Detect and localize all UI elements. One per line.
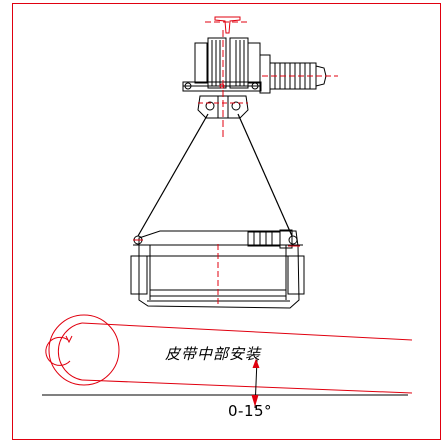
right-chain [237, 113, 293, 237]
belt-upper-line [81, 322, 413, 341]
trolley-side-plates [194, 37, 261, 89]
electric-trolley [182, 16, 338, 138]
tilt-angle-label: 0-15° [228, 402, 273, 420]
belt-lower-line [81, 379, 413, 394]
drawing-frame [12, 3, 441, 440]
angle-arrow-bottom [251, 394, 259, 407]
rotation-arrow [45, 336, 71, 366]
belt-middle-install-label: 皮带中部安装 [165, 345, 262, 363]
head-pulley-arc [57, 322, 83, 381]
angle-arrow-top [252, 358, 260, 369]
separator-body [130, 229, 305, 309]
head-pulley [48, 314, 120, 386]
trolley-crossbar [182, 81, 262, 92]
hanger-block [197, 30, 249, 138]
drive-motor [259, 54, 338, 94]
left-chain [137, 113, 209, 237]
conveyor-belt [42, 314, 413, 409]
i-beam-rail [205, 16, 250, 34]
suspension-chains [137, 113, 293, 237]
